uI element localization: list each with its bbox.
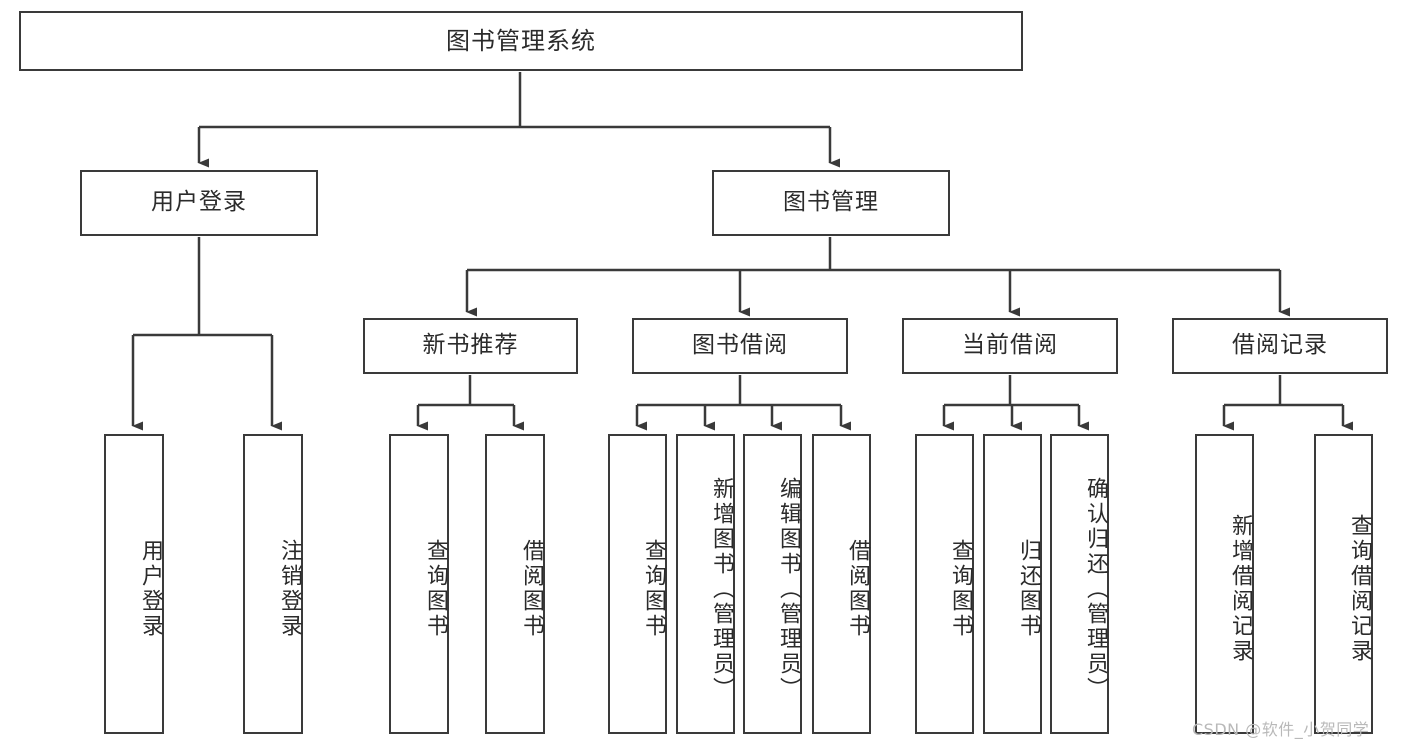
node-label: 查询借阅记录 [1347, 514, 1372, 664]
leaf-user-login-signin[interactable]: 用户登录 [104, 434, 164, 734]
node-label: 借阅记录 [1232, 332, 1328, 359]
node-label: 借阅图书 [519, 539, 544, 639]
node-label: 编辑图书（管理员） [776, 476, 801, 702]
leaf-borrow-query-book[interactable]: 查询图书 [608, 434, 667, 734]
leaf-record-add[interactable]: 新增借阅记录 [1195, 434, 1254, 734]
leaf-borrow-lend-book[interactable]: 借阅图书 [812, 434, 871, 734]
leaf-new-book-borrow[interactable]: 借阅图书 [485, 434, 545, 734]
node-book-borrow[interactable]: 图书借阅 [632, 318, 848, 374]
node-label: 查询图书 [641, 539, 666, 639]
node-label: 借阅图书 [845, 539, 870, 639]
leaf-borrow-add-book-admin[interactable]: 新增图书（管理员） [676, 434, 735, 734]
leaf-borrow-edit-book-admin[interactable]: 编辑图书（管理员） [743, 434, 802, 734]
node-label: 新增借阅记录 [1228, 514, 1253, 664]
node-borrow-record[interactable]: 借阅记录 [1172, 318, 1388, 374]
node-user-login[interactable]: 用户登录 [80, 170, 318, 236]
leaf-current-confirm-return-admin[interactable]: 确认归还（管理员） [1050, 434, 1109, 734]
node-root-system[interactable]: 图书管理系统 [19, 11, 1023, 71]
node-label: 归还图书 [1016, 539, 1041, 639]
node-label: 查询图书 [948, 539, 973, 639]
node-label: 新书推荐 [422, 332, 519, 359]
node-label: 注销登录 [277, 539, 302, 639]
node-label: 用户登录 [151, 189, 247, 216]
node-new-book-recommend[interactable]: 新书推荐 [363, 318, 578, 374]
leaf-current-return-book[interactable]: 归还图书 [983, 434, 1042, 734]
node-label: 确认归还（管理员） [1083, 476, 1108, 702]
node-label: 当前借阅 [962, 332, 1058, 359]
node-label: 用户登录 [138, 539, 163, 639]
leaf-record-query[interactable]: 查询借阅记录 [1314, 434, 1373, 734]
node-current-borrow[interactable]: 当前借阅 [902, 318, 1118, 374]
node-book-management[interactable]: 图书管理 [712, 170, 950, 236]
csdn-watermark: CSDN @软件_小贺同学 [1192, 720, 1370, 739]
node-label: 图书管理 [783, 189, 879, 216]
leaf-new-book-query[interactable]: 查询图书 [389, 434, 449, 734]
node-label: 图书管理系统 [446, 26, 596, 55]
node-label: 图书借阅 [692, 332, 788, 359]
leaf-user-login-signout[interactable]: 注销登录 [243, 434, 303, 734]
node-label: 新增图书（管理员） [709, 476, 734, 702]
leaf-current-query-book[interactable]: 查询图书 [915, 434, 974, 734]
node-label: 查询图书 [423, 539, 448, 639]
